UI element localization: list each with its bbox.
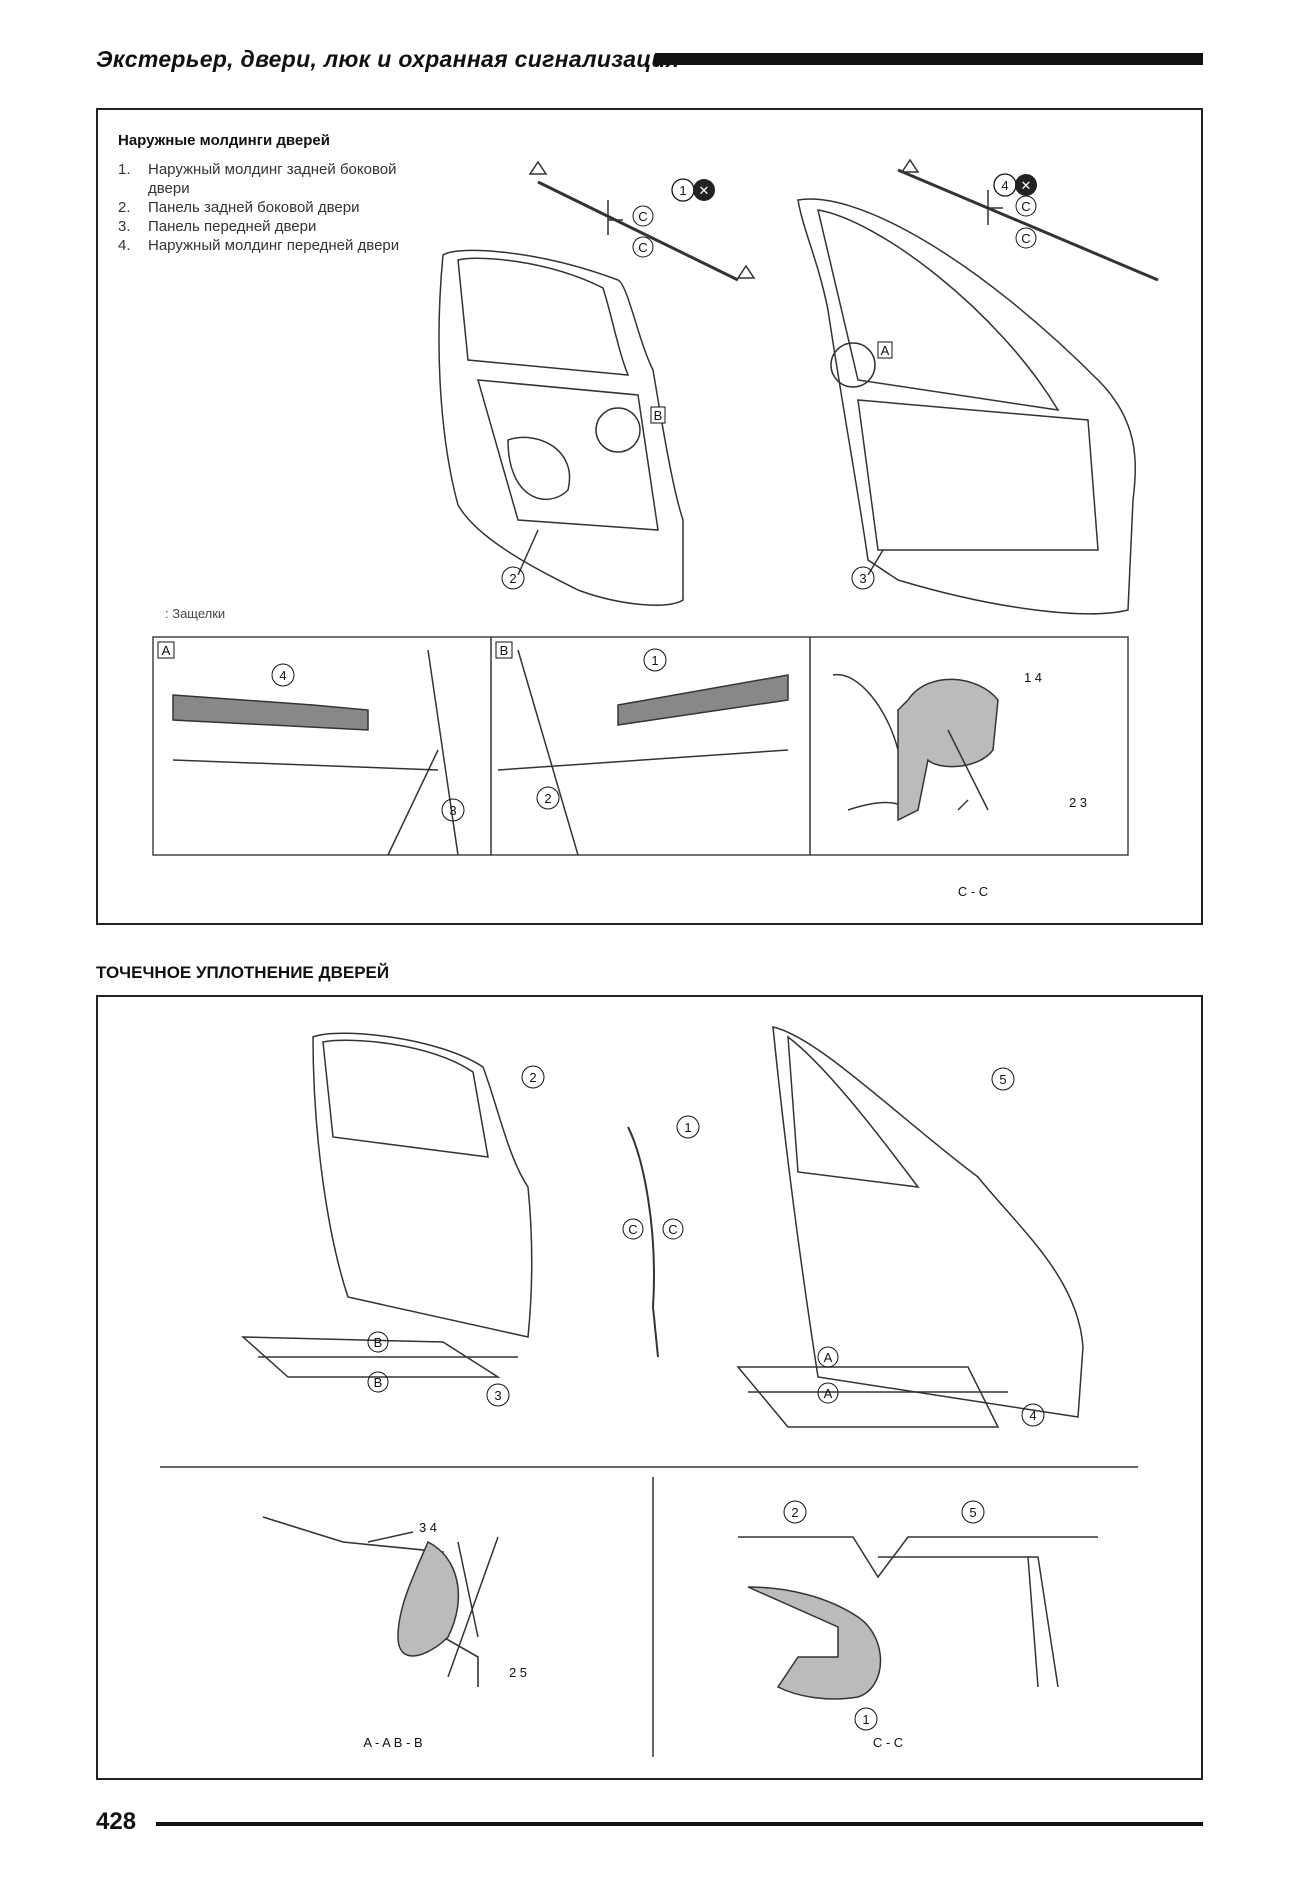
rear-door-window [457,257,630,376]
legend-item: 2.Панель задней боковой двери [118,199,360,216]
footer-rule [156,1822,1203,1826]
svg-text:A: A [824,1350,833,1365]
svg-text:C: C [1021,231,1030,246]
svg-text:C: C [628,1222,637,1237]
svg-text:✕: ✕ [699,183,710,198]
svg-text:C: C [668,1222,677,1237]
svg-text:4: 4 [1029,1408,1036,1423]
svg-text:A: A [162,643,171,658]
parts-legend: 1.Наружный молдинг задней боковой двери … [118,160,438,255]
svg-text:C: C [638,209,647,224]
rear-door-outline [438,249,684,606]
header-rule [655,53,1203,65]
section1-heading: Наружные молдинги дверей [118,132,330,149]
svg-text:1: 1 [684,1120,691,1135]
section-label-cc-2: C - C [873,1735,903,1750]
section2-heading: ТОЧЕЧНОЕ УПЛОТНЕНИЕ ДВЕРЕЙ [96,963,390,982]
front-molding [897,168,1159,282]
svg-text:3: 3 [449,803,456,818]
svg-text:2: 2 [529,1070,536,1085]
callout-2-5: 2 5 [509,1665,527,1680]
legend-item: 4.Наружный молдинг передней двери [118,237,400,254]
svg-text:B: B [374,1375,383,1390]
svg-text:✕: ✕ [1021,178,1032,193]
seal-strip [627,1126,659,1358]
detail-a-circle [830,342,876,388]
svg-text:B: B [374,1335,383,1350]
front-door-window [817,209,1060,411]
front-door-outline-2 [772,1026,1084,1418]
section-label-cc: C - C [958,884,988,899]
callout-3: 3 [859,571,866,586]
svg-text:A: A [824,1386,833,1401]
svg-text:3: 3 [494,1388,501,1403]
svg-text:4: 4 [279,668,286,683]
detail-b-circle [595,407,641,453]
outer-moldings-figure: 1 ✕ 4 ✕ C C C C 2 3 B A A B 4 1 3 2 1 4 … [96,108,1203,925]
callout-4: 4 [1001,178,1008,193]
svg-text:C: C [638,240,647,255]
svg-text:2: 2 [791,1505,798,1520]
svg-text:C: C [1021,199,1030,214]
svg-text:5: 5 [999,1072,1006,1087]
svg-text:2: 2 [544,791,551,806]
svg-text:5: 5 [969,1505,976,1520]
section-label-abab: A - A B - B [363,1735,422,1750]
callout-1-4: 1 4 [1024,670,1042,685]
sealing-diagram: 2 1 5 3 4 B B A A C C 3 4 2 5 A - A B - … [160,1026,1138,1757]
svg-text:B: B [500,643,509,658]
chapter-title: Экстерьер, двери, люк и охранная сигнали… [96,46,680,72]
moldings-diagram: 1 ✕ 4 ✕ C C C C 2 3 B A A B 4 1 3 2 1 4 … [152,158,1159,899]
legend-item: 3.Панель передней двери [118,218,317,235]
rear-molding [537,180,739,282]
svg-text:A: A [881,343,890,358]
callout-2-3: 2 3 [1069,795,1087,810]
front-door-outline [797,198,1137,615]
svg-text:1: 1 [862,1712,869,1727]
page-number: 428 [96,1808,137,1835]
callout-2: 2 [509,571,516,586]
callout-1: 1 [679,183,686,198]
rear-door-outline-2 [312,1032,533,1338]
callout-3-4: 3 4 [419,1520,437,1535]
door-sealing-figure: 2 1 5 3 4 B B A A C C 3 4 2 5 A - A B - … [96,995,1203,1780]
latch-note: : Защелки [165,606,226,621]
legend-item: 1.Наружный молдинг задней боковой двери [118,161,397,197]
svg-text:B: B [654,408,663,423]
svg-text:1: 1 [651,653,658,668]
